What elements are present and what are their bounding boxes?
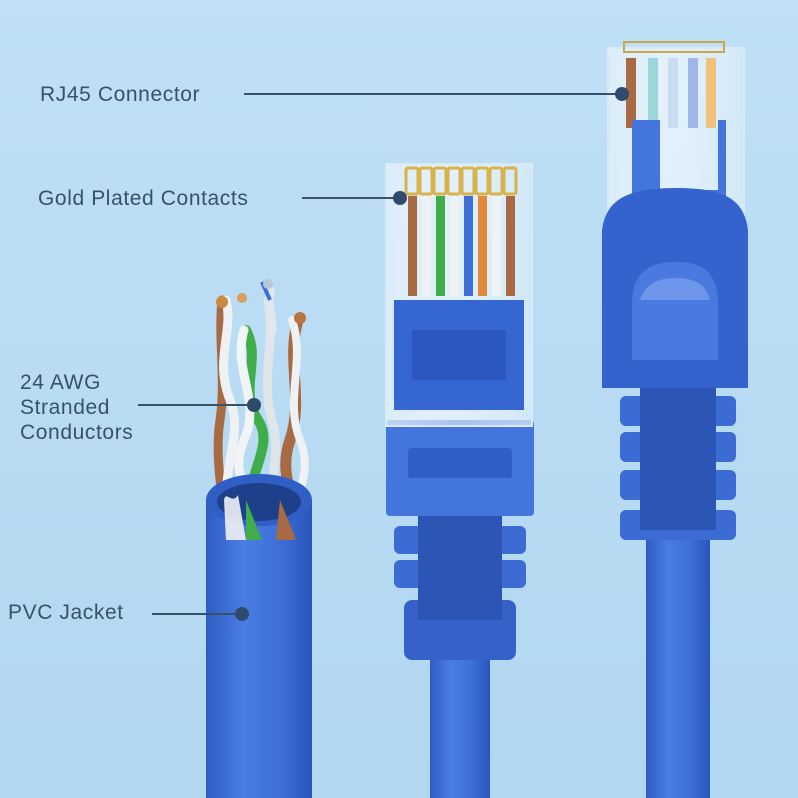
marker-dot-conductors bbox=[247, 398, 261, 412]
housing-blue-inner bbox=[412, 330, 506, 380]
pvc-jacket-tube bbox=[206, 500, 312, 798]
label-line: 24 AWG bbox=[20, 371, 102, 394]
label-stranded-conductors: 24 AWG Stranded Conductors bbox=[20, 370, 170, 445]
boot-slot bbox=[408, 448, 512, 478]
plug-conductors bbox=[626, 58, 716, 128]
wire-tip-white bbox=[267, 287, 277, 343]
copper-tip bbox=[294, 312, 306, 324]
copper-tip bbox=[263, 279, 273, 289]
right-cable bbox=[646, 530, 710, 798]
plug-conductors bbox=[408, 196, 515, 296]
copper-tip bbox=[237, 293, 247, 303]
gold-contacts bbox=[623, 41, 725, 53]
callouts bbox=[138, 87, 629, 621]
label-line: Conductors bbox=[20, 421, 134, 444]
latch-highlight bbox=[640, 278, 710, 300]
label-gold-plated-contacts: Gold Plated Contacts bbox=[38, 187, 249, 210]
gold-contacts bbox=[404, 166, 518, 196]
label-rj45-connector: RJ45 Connector bbox=[40, 83, 201, 106]
marker-dot-gold bbox=[393, 191, 407, 205]
copper-tip bbox=[216, 296, 228, 308]
marker-dot-rj45 bbox=[615, 87, 629, 101]
latch-window bbox=[632, 262, 718, 360]
rj45-plug-middle bbox=[385, 163, 534, 798]
wire-base bbox=[224, 495, 246, 540]
label-pvc-jacket: PVC Jacket bbox=[8, 601, 124, 624]
boot-core bbox=[640, 380, 716, 530]
label-line: Stranded bbox=[20, 396, 111, 419]
stripped-cable bbox=[206, 279, 312, 798]
middle-cable bbox=[430, 640, 490, 798]
rj45-plug-right bbox=[602, 41, 748, 798]
marker-dot-pvc bbox=[235, 607, 249, 621]
wire-base bbox=[276, 500, 296, 540]
boot-core bbox=[418, 500, 502, 620]
wire-base bbox=[246, 500, 262, 540]
